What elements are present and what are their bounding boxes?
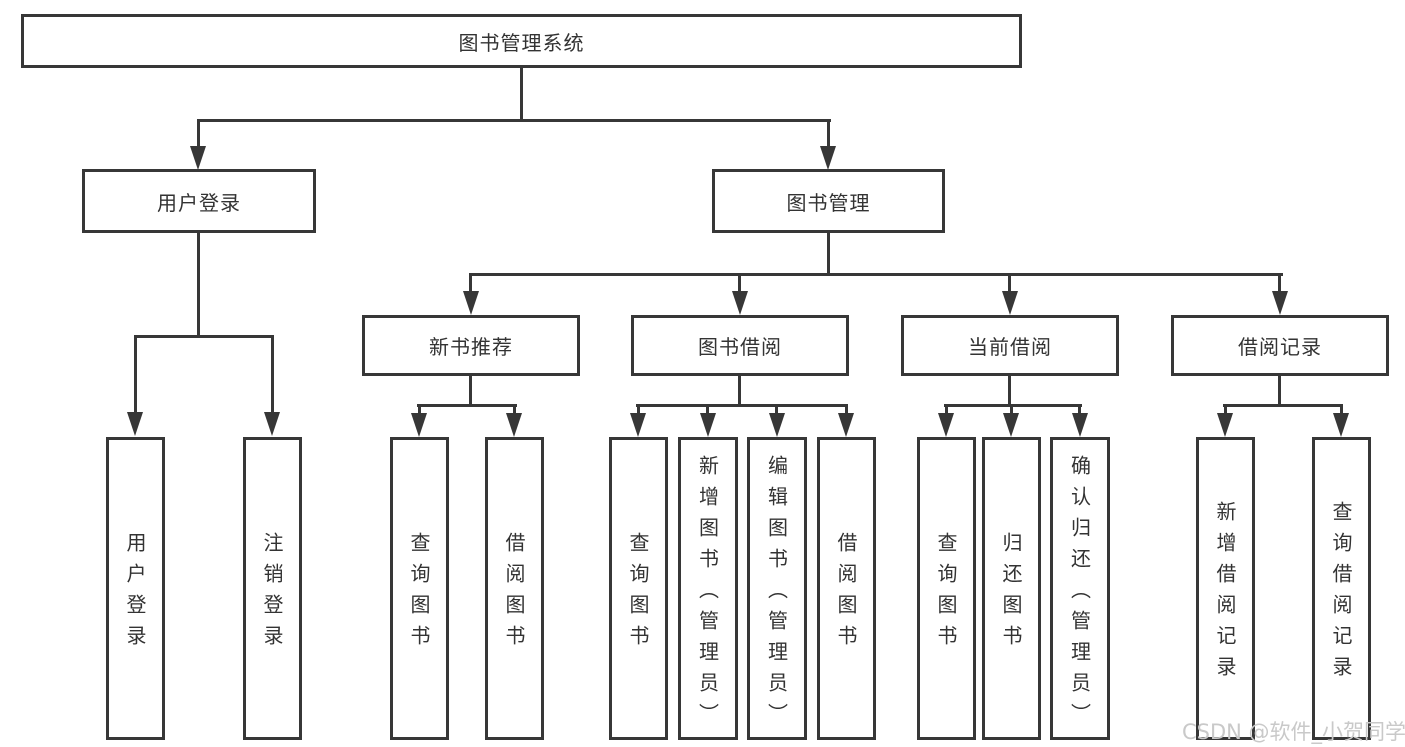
node-borrowing-records: 借阅记录 bbox=[1171, 315, 1389, 376]
arrowhead-down-icon bbox=[463, 291, 479, 315]
csdn-watermark: CSDN @软件_小贺同学 bbox=[1182, 720, 1405, 744]
arrowhead-down-icon bbox=[1272, 291, 1288, 315]
node-current-borrowing: 当前借阅 bbox=[901, 315, 1119, 376]
arrowhead-down-icon bbox=[938, 413, 954, 437]
leaf-query-books-current: 查询图书 bbox=[917, 437, 976, 740]
connector-vline bbox=[197, 119, 200, 151]
node-book-management-branch: 图书管理 bbox=[712, 169, 945, 233]
arrowhead-down-icon bbox=[190, 146, 206, 170]
connector-vline bbox=[134, 335, 137, 415]
connector-vline bbox=[513, 404, 516, 415]
node-book-borrowing: 图书借阅 bbox=[631, 315, 849, 376]
arrowhead-down-icon bbox=[838, 413, 854, 437]
leaf-logout: 注销登录 bbox=[243, 437, 302, 740]
leaf-query-borrow-record: 查询借阅记录 bbox=[1312, 437, 1371, 740]
connector-vline bbox=[738, 273, 741, 293]
leaf-add-borrow-record: 新增借阅记录 bbox=[1196, 437, 1255, 740]
connector-vline bbox=[1278, 376, 1281, 406]
arrowhead-down-icon bbox=[700, 413, 716, 437]
node-user-login-branch: 用户登录 bbox=[82, 169, 316, 233]
node-root: 图书管理系统 bbox=[21, 14, 1022, 68]
leaf-edit-books-admin: 编辑图书（管理员） bbox=[747, 437, 807, 740]
arrowhead-down-icon bbox=[1333, 413, 1349, 437]
connector-vline bbox=[945, 404, 948, 415]
leaf-borrow-books-recommend: 借阅图书 bbox=[485, 437, 544, 740]
node-new-book-recommendation: 新书推荐 bbox=[362, 315, 580, 376]
connector-vline bbox=[520, 67, 523, 120]
leaf-query-books-borrowing: 查询图书 bbox=[609, 437, 668, 740]
leaf-borrow-books-borrowing: 借阅图书 bbox=[817, 437, 876, 740]
connector-vline bbox=[1010, 404, 1013, 415]
connector-vline bbox=[706, 404, 709, 415]
leaf-return-books: 归还图书 bbox=[982, 437, 1041, 740]
arrowhead-down-icon bbox=[411, 413, 427, 437]
arrowhead-down-icon bbox=[820, 146, 836, 170]
connector-vline bbox=[738, 376, 741, 406]
connector-hline bbox=[197, 119, 831, 122]
connector-vline bbox=[1008, 273, 1011, 293]
arrowhead-down-icon bbox=[1217, 413, 1233, 437]
connector-vline bbox=[197, 233, 200, 337]
leaf-user-login: 用户登录 bbox=[106, 437, 165, 740]
connector-vline bbox=[827, 119, 830, 151]
leaf-add-books-admin: 新增图书（管理员） bbox=[678, 437, 738, 740]
connector-vline bbox=[845, 404, 848, 415]
connector-hline bbox=[469, 273, 1283, 276]
connector-vline bbox=[637, 404, 640, 415]
connector-hline bbox=[417, 404, 517, 407]
arrowhead-down-icon bbox=[630, 413, 646, 437]
leaf-query-books-recommend: 查询图书 bbox=[390, 437, 449, 740]
arrowhead-down-icon bbox=[264, 412, 280, 436]
connector-vline bbox=[469, 376, 472, 406]
arrowhead-down-icon bbox=[732, 291, 748, 315]
connector-vline bbox=[1340, 404, 1343, 415]
connector-vline bbox=[418, 404, 421, 415]
connector-vline bbox=[1278, 273, 1281, 293]
connector-vline bbox=[1224, 404, 1227, 415]
arrowhead-down-icon bbox=[1003, 413, 1019, 437]
leaf-confirm-return-admin: 确认归还（管理员） bbox=[1050, 437, 1110, 740]
arrowhead-down-icon bbox=[769, 413, 785, 437]
connector-hline bbox=[944, 404, 1082, 407]
arrowhead-down-icon bbox=[1072, 413, 1088, 437]
connector-hline bbox=[636, 404, 848, 407]
connector-vline bbox=[1078, 404, 1081, 415]
arrowhead-down-icon bbox=[127, 412, 143, 436]
arrowhead-down-icon bbox=[1002, 291, 1018, 315]
connector-vline bbox=[775, 404, 778, 415]
arrowhead-down-icon bbox=[506, 413, 522, 437]
connector-hline bbox=[134, 335, 274, 338]
connector-vline bbox=[827, 233, 830, 276]
connector-vline bbox=[271, 335, 274, 415]
connector-vline bbox=[469, 273, 472, 293]
connector-vline bbox=[1008, 376, 1011, 406]
connector-hline bbox=[1223, 404, 1343, 407]
